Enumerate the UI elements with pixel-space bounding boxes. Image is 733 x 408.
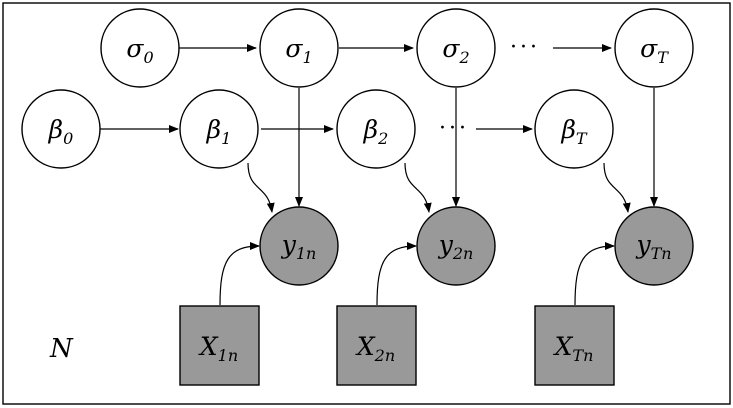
edge-beta1-y1 <box>247 162 275 213</box>
svg-text:y1n: y1n <box>281 230 317 263</box>
node-beta0: β0 <box>21 89 101 169</box>
svg-text:XTn: XTn <box>553 332 594 365</box>
node-X1: X1n <box>179 305 260 386</box>
svg-text:yTn: yTn <box>635 230 671 263</box>
node-betaT: βT <box>534 89 614 169</box>
plate-label: N <box>49 334 74 364</box>
node-sigma2: σ2 <box>416 8 496 88</box>
svg-text:β2: β2 <box>363 115 389 148</box>
svg-text:σ0: σ0 <box>126 34 153 67</box>
svg-text:y2n: y2n <box>438 230 474 263</box>
node-sigmaT: σT <box>614 8 694 88</box>
node-sigma1: σ1 <box>259 8 339 88</box>
node-yT: yTn <box>614 206 694 286</box>
node-X2: X2n <box>336 305 417 386</box>
edge-beta2-y2 <box>404 162 432 213</box>
node-y1: y1n <box>259 206 339 286</box>
node-y2: y2n <box>416 206 496 286</box>
node-XT: XTn <box>534 305 615 386</box>
svg-text:X2n: X2n <box>355 332 395 365</box>
svg-text:X1n: X1n <box>198 332 238 365</box>
svg-text:βT: βT <box>560 115 587 148</box>
svg-text:σ1: σ1 <box>285 34 312 67</box>
svg-text:β1: β1 <box>206 115 232 148</box>
svg-text:σ2: σ2 <box>442 34 469 67</box>
node-beta2: β2 <box>336 89 416 169</box>
svg-text:β0: β0 <box>48 115 74 148</box>
sigma-ellipsis: ··· <box>510 35 540 60</box>
edge-X1-y1 <box>219 242 260 306</box>
node-sigma0: σ0 <box>100 8 180 88</box>
edge-betaT-yT <box>603 162 631 213</box>
edge-X2-y2 <box>376 242 417 306</box>
svg-text:σT: σT <box>640 34 669 67</box>
beta-ellipsis: ··· <box>439 116 469 141</box>
edge-XT-yT <box>574 242 615 306</box>
node-beta1: β1 <box>179 89 259 169</box>
